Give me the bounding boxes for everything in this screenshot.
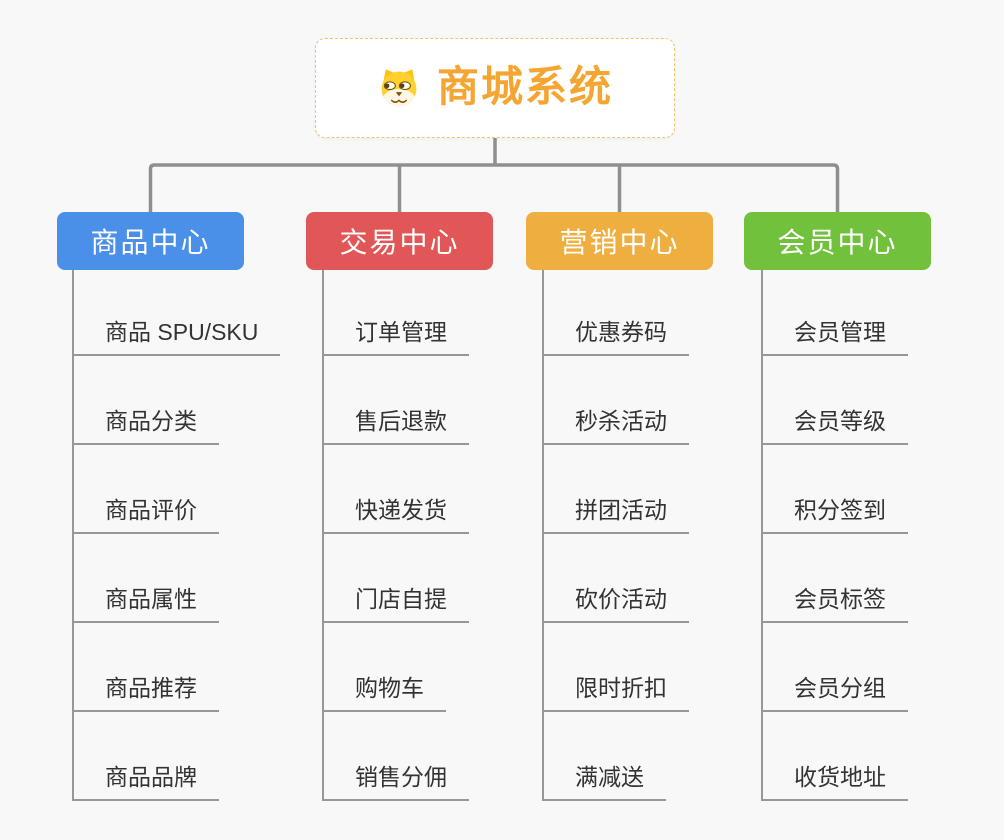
leaf-item[interactable]: 会员标签 bbox=[763, 534, 908, 623]
branch-children-product: 商品 SPU/SKU 商品分类 商品评价 商品属性 商品推荐 商品品牌 bbox=[72, 270, 281, 801]
leaf-item[interactable]: 商品属性 bbox=[74, 534, 219, 623]
leaf-item[interactable]: 秒杀活动 bbox=[544, 356, 689, 445]
root-title: 商城系统 bbox=[436, 63, 613, 110]
leaf-item[interactable]: 销售分佣 bbox=[324, 712, 469, 801]
leaf-item[interactable]: 商品 SPU/SKU bbox=[74, 270, 281, 356]
leaf-item[interactable]: 购物车 bbox=[324, 623, 446, 712]
branch-node-product-center[interactable]: 商品中心 bbox=[57, 212, 244, 270]
leaf-item[interactable]: 商品品牌 bbox=[74, 712, 219, 801]
branch-node-member-center[interactable]: 会员中心 bbox=[744, 212, 931, 270]
leaf-item[interactable]: 会员管理 bbox=[763, 270, 908, 356]
leaf-item[interactable]: 商品评价 bbox=[74, 445, 219, 534]
leaf-item[interactable]: 商品推荐 bbox=[74, 623, 219, 712]
branch-node-marketing-center[interactable]: 营销中心 bbox=[526, 212, 713, 270]
leaf-item[interactable]: 砍价活动 bbox=[544, 534, 689, 623]
leaf-item[interactable]: 积分签到 bbox=[763, 445, 908, 534]
leaf-item[interactable]: 门店自提 bbox=[324, 534, 469, 623]
leaf-item[interactable]: 售后退款 bbox=[324, 356, 469, 445]
leaf-item[interactable]: 收货地址 bbox=[763, 712, 908, 801]
leaf-item[interactable]: 会员分组 bbox=[763, 623, 908, 712]
leaf-item[interactable]: 限时折扣 bbox=[544, 623, 689, 712]
leaf-item[interactable]: 优惠券码 bbox=[544, 270, 689, 356]
root-node[interactable]: 商城系统 bbox=[315, 38, 675, 138]
leaf-item[interactable]: 拼团活动 bbox=[544, 445, 689, 534]
leaf-item[interactable]: 快递发货 bbox=[324, 445, 469, 534]
branch-children-trade: 订单管理 售后退款 快递发货 门店自提 购物车 销售分佣 bbox=[322, 270, 469, 801]
leaf-item[interactable]: 订单管理 bbox=[324, 270, 469, 356]
leaf-item[interactable]: 会员等级 bbox=[763, 356, 908, 445]
branch-children-member: 会员管理 会员等级 积分签到 会员标签 会员分组 收货地址 bbox=[761, 270, 908, 801]
branch-node-trade-center[interactable]: 交易中心 bbox=[306, 212, 493, 270]
leaf-item[interactable]: 满减送 bbox=[544, 712, 666, 801]
dog-face-icon bbox=[377, 66, 421, 110]
leaf-item[interactable]: 商品分类 bbox=[74, 356, 219, 445]
branch-children-marketing: 优惠券码 秒杀活动 拼团活动 砍价活动 限时折扣 满减送 bbox=[542, 270, 689, 801]
